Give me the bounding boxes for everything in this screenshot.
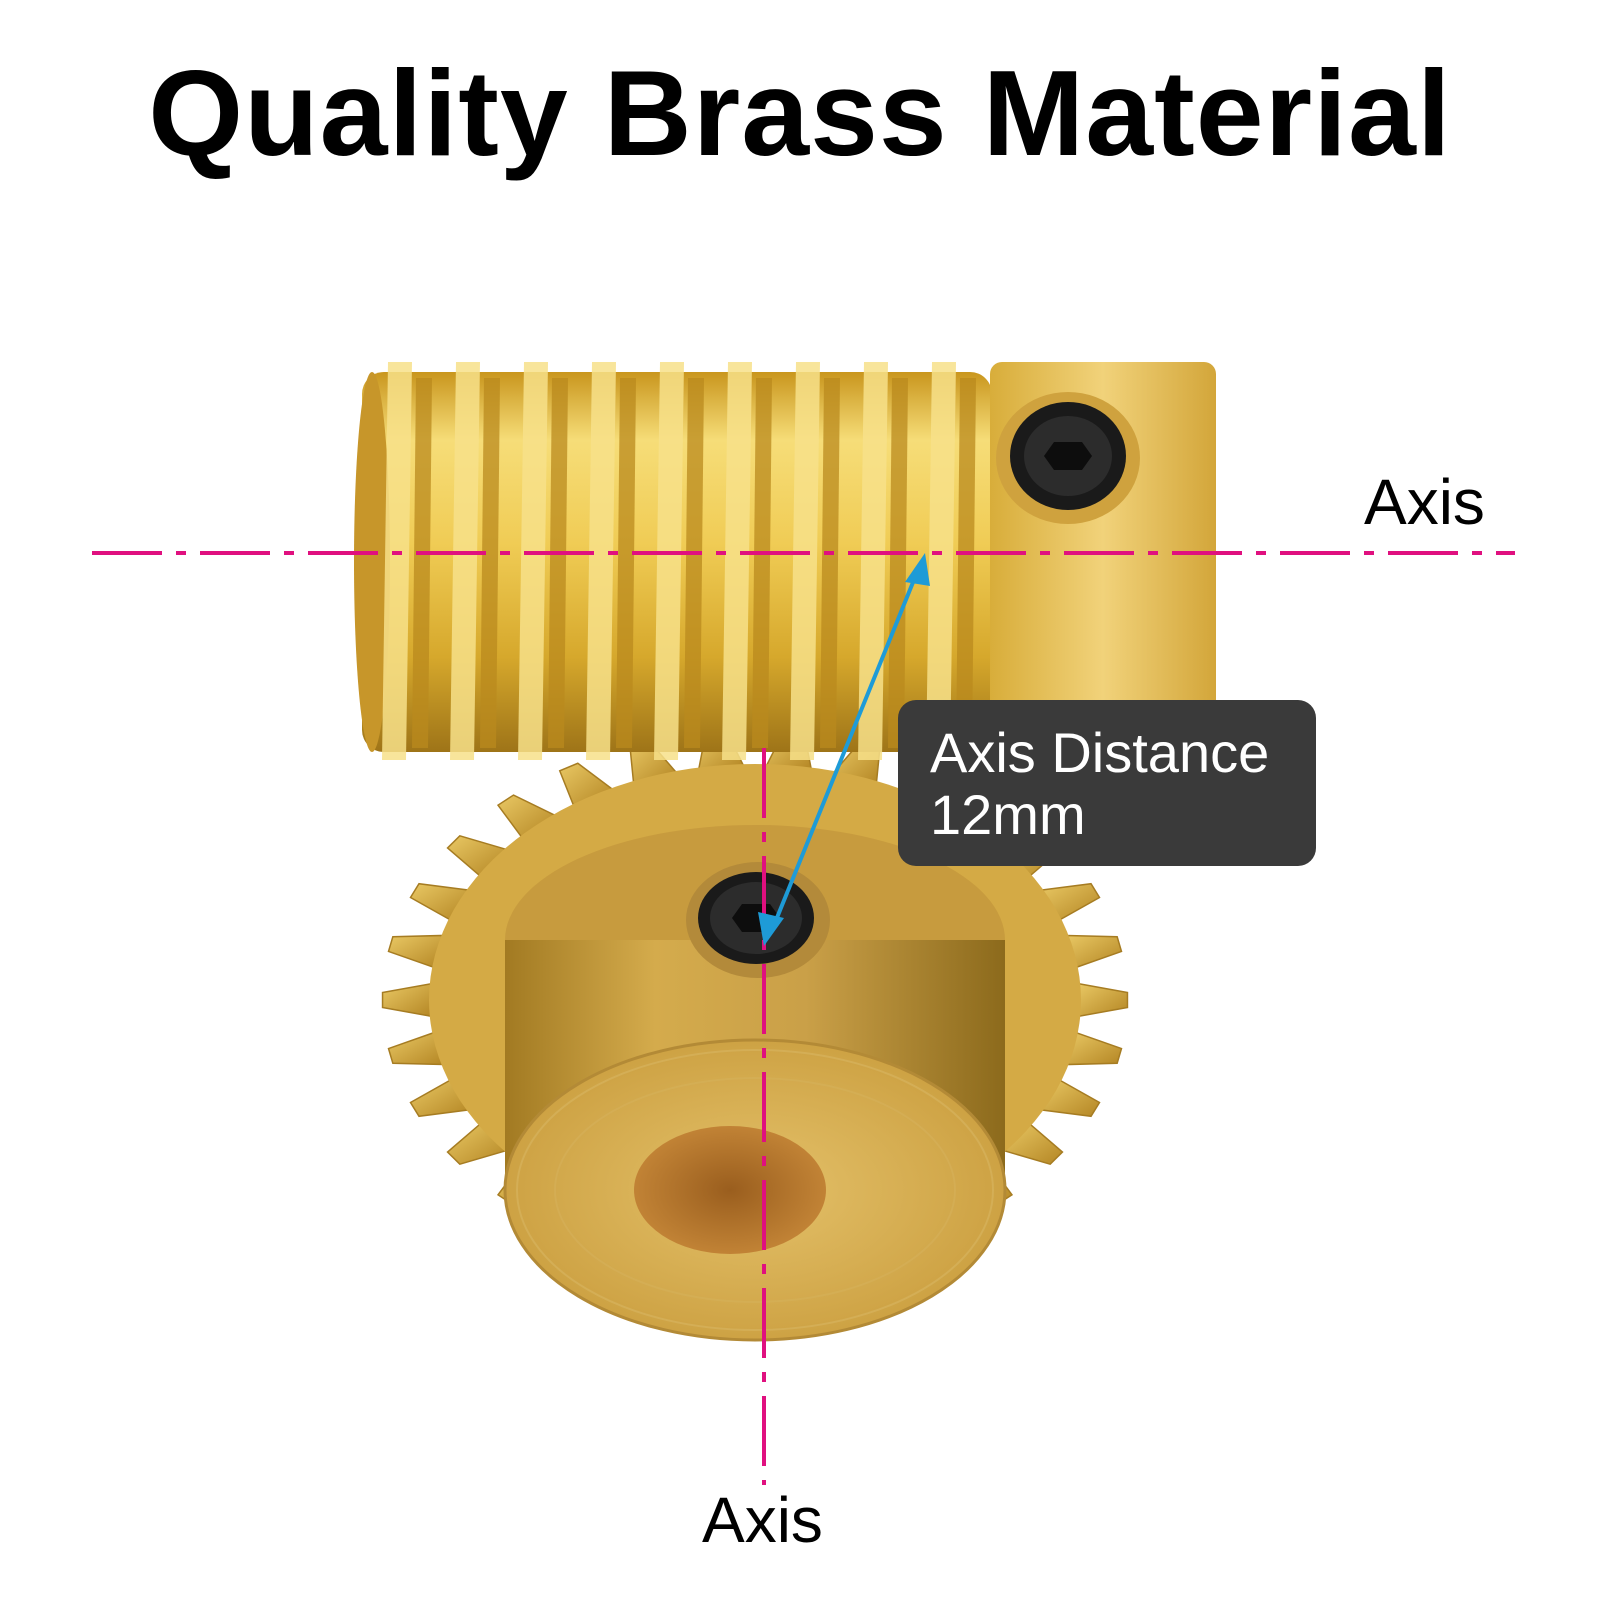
callout-line-2: 12mm	[930, 783, 1086, 846]
worm-thread-groove	[684, 378, 704, 748]
worm-thread-ridge	[790, 362, 820, 760]
worm-thread-ridge	[518, 362, 548, 760]
worm-thread-ridge	[926, 362, 956, 760]
worm-thread-ridge	[586, 362, 616, 760]
worm-thread-ridge	[450, 362, 480, 760]
worm-thread-groove	[956, 378, 976, 748]
callout-line-1: Axis Distance	[930, 721, 1270, 784]
collar-set-screw	[1044, 442, 1092, 470]
worm-thread-groove	[548, 378, 568, 748]
worm-thread-groove	[820, 378, 840, 748]
worm-thread-groove	[412, 378, 432, 748]
worm-collar	[990, 362, 1216, 792]
vertical-axis-label: Axis	[702, 1484, 823, 1556]
worm-thread-ridge	[722, 362, 752, 760]
worm-thread-groove	[752, 378, 772, 748]
wheel-tooth	[1077, 982, 1129, 1018]
worm-thread-groove	[888, 378, 908, 748]
axis-distance-arrow	[758, 553, 930, 946]
worm-thread-ridge	[382, 362, 412, 760]
worm-thread-ridge	[654, 362, 684, 760]
bore-hole	[634, 1126, 826, 1254]
worm-thread-groove	[480, 378, 500, 748]
wheel-set-screw	[686, 862, 830, 978]
horizontal-axis-label: Axis	[1364, 466, 1485, 538]
wheel-tooth	[381, 982, 433, 1018]
worm-screw	[354, 362, 992, 760]
worm-thread-groove	[616, 378, 636, 748]
page-title: Quality Brass Material	[148, 45, 1452, 181]
axis-distance-callout: Axis Distance 12mm	[898, 700, 1316, 866]
